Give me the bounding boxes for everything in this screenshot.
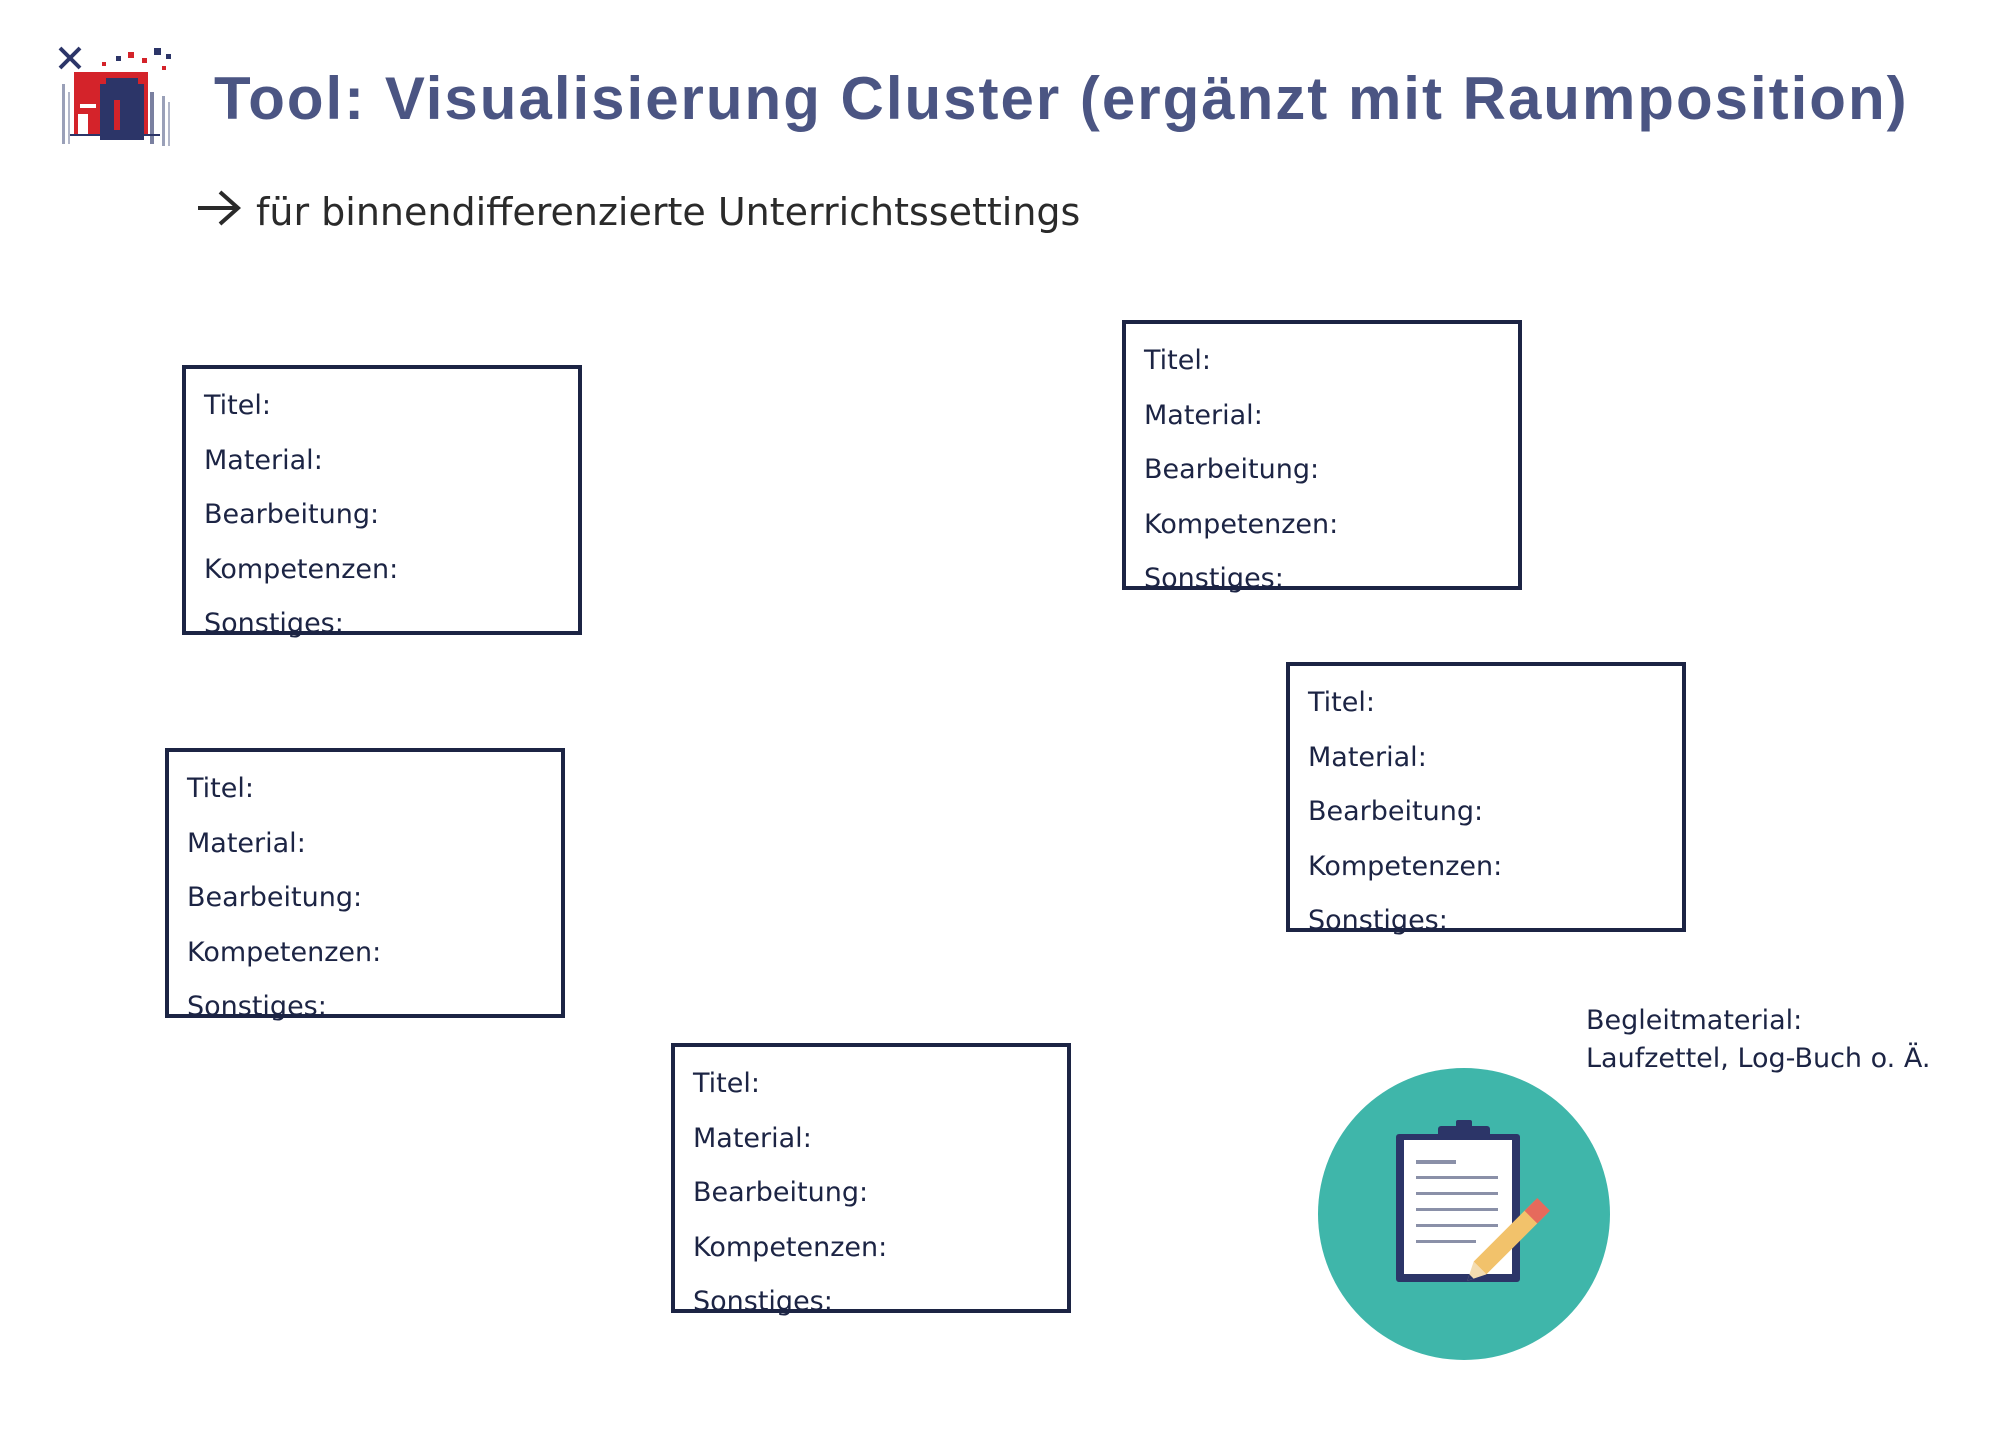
card-field-sonstiges: Sonstiges: [1308,905,1448,936]
card-field-kompetenzen: Kompetenzen: [204,553,399,585]
clipboard-pencil-icon [1318,1068,1610,1360]
card-field-bearbeitung: Bearbeitung: [1144,454,1320,485]
card-field-titel: Titel: [1308,687,1375,718]
card-field-material: Material: [187,827,306,859]
card-field-titel: Titel: [1144,345,1211,376]
cluster-card: Titel: Material: Bearbeitung: Kompetenze… [1122,320,1522,594]
card-field-titel: Titel: [187,773,254,804]
card-field-bearbeitung: Bearbeitung: [693,1177,869,1208]
card-field-bearbeitung: Bearbeitung: [204,499,380,530]
card-field-titel: Titel: [693,1068,760,1099]
subtitle: für binnendifferenzierte Unterrichtssett… [196,188,1080,237]
card-field-material: Material: [1308,741,1427,773]
card-field-titel: Titel: [204,390,271,421]
logo-icon [58,46,171,146]
card-field-sonstiges: Sonstiges: [204,608,344,639]
cluster-card: Titel: Material: Bearbeitung: Kompetenze… [165,748,565,1022]
card-field-bearbeitung: Bearbeitung: [1308,796,1484,827]
card-field-kompetenzen: Kompetenzen: [693,1231,888,1263]
card-field-kompetenzen: Kompetenzen: [187,936,382,968]
card-field-bearbeitung: Bearbeitung: [187,882,363,913]
card-field-kompetenzen: Kompetenzen: [1308,850,1503,882]
cluster-card: Titel: Material: Bearbeitung: Kompetenze… [671,1043,1071,1317]
card-field-material: Material: [204,444,323,476]
card-field-kompetenzen: Kompetenzen: [1144,508,1339,540]
card-field-material: Material: [1144,399,1263,431]
cluster-card: Titel: Material: Bearbeitung: Kompetenze… [1286,662,1686,936]
subtitle-text: für binnendifferenzierte Unterrichtssett… [256,189,1081,234]
cluster-card: Titel: Material: Bearbeitung: Kompetenze… [182,365,582,639]
companion-material: Begleitmaterial: Laufzettel, Log-Buch o.… [1586,1002,1930,1078]
card-field-sonstiges: Sonstiges: [693,1286,833,1317]
companion-text: Laufzettel, Log-Buch o. Ä. [1586,1043,1931,1074]
companion-label: Begleitmaterial: [1586,1005,1803,1036]
card-field-sonstiges: Sonstiges: [1144,563,1284,594]
page-title: Tool: Visualisierung Cluster (ergänzt mi… [214,65,1909,132]
card-field-sonstiges: Sonstiges: [187,991,327,1022]
arrow-right-icon [196,188,242,237]
card-field-material: Material: [693,1122,812,1154]
